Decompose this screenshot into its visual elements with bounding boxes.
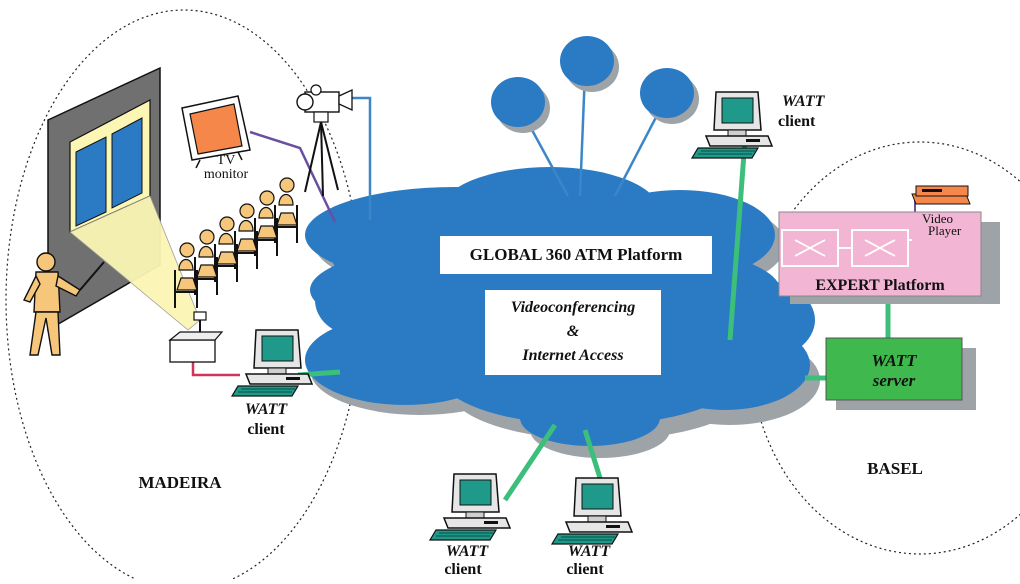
bottom-left-client-label-line1: WATT bbox=[445, 543, 489, 560]
presenter-figure bbox=[23, 252, 105, 356]
madeira-client-label-line1: WATT bbox=[244, 401, 288, 418]
watt-client-bottom-left-icon bbox=[429, 473, 511, 541]
watt-client-top-icon bbox=[691, 91, 773, 159]
video-player-label-line2: Player bbox=[928, 223, 962, 238]
basel-region-label: BASEL bbox=[867, 459, 923, 478]
cloud-services-line1: Videoconferencing bbox=[510, 299, 636, 316]
madeira-client-label-line2: client bbox=[247, 421, 285, 438]
watt-server-label-line2: server bbox=[872, 371, 916, 390]
video-camera-icon bbox=[296, 84, 353, 197]
bottom-right-client-label-line1: WATT bbox=[567, 543, 611, 560]
tv-label-line1: TV bbox=[216, 153, 236, 168]
cloud-services-line3: Internet Access bbox=[522, 347, 624, 364]
tv-label-line2: monitor bbox=[203, 167, 249, 182]
watt-server-box bbox=[825, 337, 976, 410]
madeira-region-label: MADEIRA bbox=[138, 473, 222, 492]
cloud-title-box bbox=[440, 236, 712, 274]
top-client-label-line1: WATT bbox=[782, 93, 825, 110]
watt-client-madeira-icon bbox=[231, 329, 313, 397]
top-client-label-line2: client bbox=[778, 113, 816, 130]
overhead-projector bbox=[168, 311, 224, 363]
cloud-title-label: GLOBAL 360 ATM Platform bbox=[469, 245, 683, 264]
cloud-services-box bbox=[485, 290, 661, 375]
tv-monitor-icon bbox=[181, 95, 251, 169]
balloons bbox=[491, 36, 699, 197]
watt-client-bottom-right-icon bbox=[551, 477, 633, 545]
expert-platform bbox=[778, 211, 1000, 304]
expert-platform-label: EXPERT Platform bbox=[815, 277, 945, 294]
audience bbox=[174, 177, 298, 309]
watt-server-label-line1: WATT bbox=[871, 351, 917, 370]
bottom-right-client-label-line2: client bbox=[566, 561, 604, 578]
video-player-icon bbox=[911, 185, 971, 205]
video-player-label-line1: Video bbox=[922, 211, 953, 226]
cloud-services-line2: & bbox=[566, 323, 580, 340]
bottom-left-client-label-line2: client bbox=[444, 561, 482, 578]
